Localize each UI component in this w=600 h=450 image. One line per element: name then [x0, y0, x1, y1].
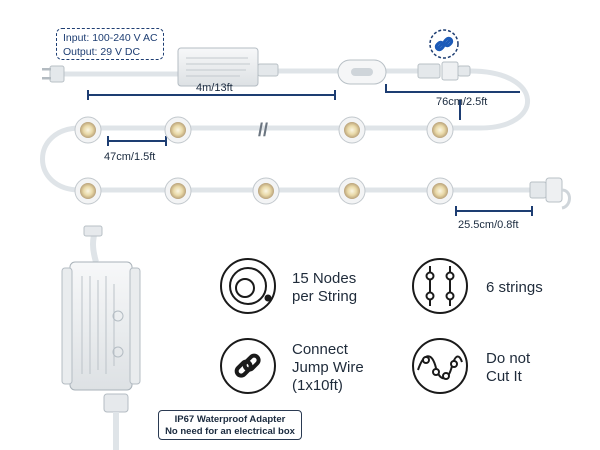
dim-main-cable: 4m/13ft	[196, 82, 233, 94]
led-node	[338, 177, 366, 205]
power-spec-box: Input: 100-240 V AC Output: 29 V DC	[56, 28, 164, 60]
chain-link-icon	[220, 338, 276, 394]
link-badge-icon	[429, 29, 459, 59]
feature-nodes-line1: 15 Nodes	[292, 270, 357, 287]
led-node	[426, 116, 454, 144]
feature-nodes-label: 15 Nodes per String	[292, 270, 357, 306]
feature-nocut-line2: Cut It	[486, 368, 522, 385]
led-node	[252, 177, 280, 205]
dim-node-spacing: 47cm/1.5ft	[104, 151, 156, 163]
feature-jump-wire-label: Connect Jump Wire (1x10ft)	[292, 341, 364, 395]
led-node	[164, 177, 192, 205]
led-node	[74, 116, 102, 144]
feature-jump-line2: Jump Wire	[292, 359, 364, 376]
power-adapter	[61, 225, 141, 450]
inline-switch	[337, 59, 387, 85]
feature-strings-line1: 6 strings	[486, 279, 543, 296]
lead-connector	[417, 61, 471, 81]
led-node	[164, 116, 192, 144]
dim-tail-cable: 25.5cm/0.8ft	[458, 219, 519, 231]
cable-route	[40, 68, 533, 193]
caption-line2: No need for an electrical box	[165, 426, 295, 437]
spec-output: Output: 29 V DC	[63, 46, 141, 58]
tail-connector	[529, 177, 571, 210]
concentric-circles-icon	[220, 258, 276, 314]
feature-jump-line1: Connect	[292, 341, 348, 358]
power-supply-box	[177, 47, 279, 87]
led-node	[338, 116, 366, 144]
power-plug	[42, 65, 65, 83]
spec-input: Input: 100-240 V AC	[63, 32, 158, 44]
led-node	[74, 177, 102, 205]
six-strings-icon	[412, 258, 468, 314]
feature-nodes-line2: per String	[292, 288, 358, 305]
adapter-caption: IP67 Waterproof Adapter No need for an e…	[158, 410, 302, 440]
feature-nocut-line1: Do not	[486, 350, 531, 367]
feature-jump-line3: (1x10ft)	[292, 377, 343, 394]
break-mark: //	[258, 120, 268, 140]
feature-strings-label: 6 strings	[486, 279, 543, 297]
led-node	[426, 177, 454, 205]
no-cut-icon	[412, 338, 468, 394]
dimension-lines	[87, 84, 533, 216]
dim-lead-cable: 76cm/2.5ft	[436, 96, 488, 108]
caption-line1: IP67 Waterproof Adapter	[174, 414, 286, 425]
feature-no-cut-label: Do not Cut It	[486, 350, 530, 386]
